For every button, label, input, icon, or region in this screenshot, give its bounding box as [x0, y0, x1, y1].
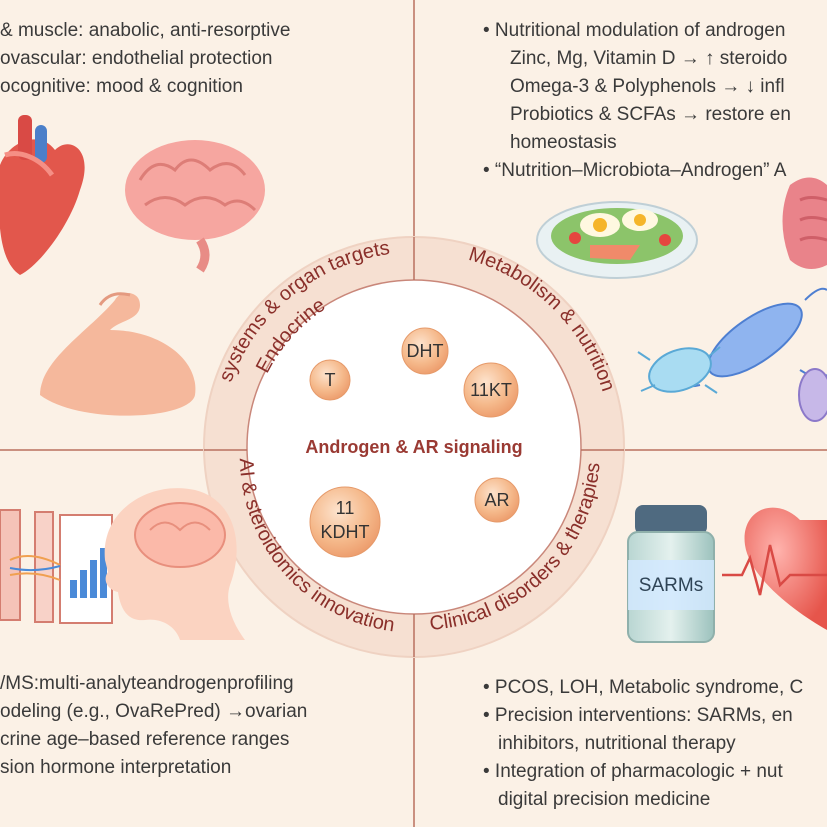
- text-line: • Precision interventions: SARMs, en: [483, 705, 793, 726]
- text-line: digital precision medicine: [498, 789, 711, 810]
- text-line: • PCOS, LOH, Metabolic syndrome, C: [483, 677, 804, 698]
- text-line: crine age–based reference ranges: [0, 729, 290, 750]
- text-line: homeostasis: [510, 132, 617, 153]
- bubble-t: T: [309, 359, 351, 401]
- text-line: /MS:multi-analyteandrogenprofiling: [0, 673, 294, 694]
- text-line: Probiotics & SCFAs → restore en: [510, 104, 791, 125]
- bubble-11kdht: 11 KDHT: [309, 486, 381, 558]
- text-line: ocognitive: mood & cognition: [0, 76, 243, 97]
- svg-text:AR: AR: [484, 490, 509, 510]
- text-block-nutrition: • Nutritional modulation of androgen Zin…: [483, 17, 791, 185]
- data-panels-icon: [0, 509, 113, 624]
- center-title: Androgen & AR signaling: [305, 437, 522, 457]
- text-block-clinical: • PCOS, LOH, Metabolic syndrome, C • Pre…: [483, 674, 803, 814]
- text-line: odeling (e.g., OvaRePred) →ovarian: [0, 701, 308, 722]
- bubble-dht: DHT: [401, 327, 449, 375]
- heart-organ-icon: [0, 115, 85, 275]
- text-line: Omega-3 & Polyphenols → ↓ infl: [510, 76, 785, 97]
- text-line: inhibitors, nutritional therapy: [498, 733, 736, 754]
- svg-text:KDHT: KDHT: [321, 522, 370, 542]
- intestine-icon: [782, 177, 827, 269]
- human-head-icon: [104, 488, 246, 640]
- svg-text:11KT: 11KT: [470, 380, 512, 400]
- salad-plate-icon: [536, 201, 698, 279]
- sarms-jar-icon: SARMs: [627, 505, 715, 643]
- sarms-jar-label: SARMs: [639, 575, 703, 596]
- bubble-11kt: 11KT: [463, 362, 519, 418]
- text-line: • “Nutrition–Microbiota–Androgen” A: [483, 160, 787, 181]
- text-line: • Nutritional modulation of androgen: [483, 20, 786, 41]
- brain-icon: [125, 140, 265, 273]
- bacteria-icon: [637, 287, 827, 422]
- text-line: • Integration of pharmacologic + nut: [483, 761, 783, 782]
- svg-text:T: T: [325, 370, 336, 390]
- bubble-ar: AR: [474, 477, 520, 523]
- text-line: Zinc, Mg, Vitamin D → ↑ steroido: [510, 48, 788, 69]
- text-block-endocrine-targets: & muscle: anabolic, anti-resorptive ovas…: [0, 17, 290, 101]
- text-line: & muscle: anabolic, anti-resorptive: [0, 20, 291, 41]
- text-block-ai-steroidomics: /MS:multi-analyteandrogenprofiling odeli…: [0, 670, 307, 782]
- text-line: sion hormone interpretation: [0, 757, 232, 778]
- text-line: ovascular: endothelial protection: [0, 48, 273, 69]
- svg-text:11: 11: [336, 498, 355, 518]
- svg-text:DHT: DHT: [407, 341, 444, 361]
- flexed-arm-icon: [40, 292, 196, 416]
- heart-ecg-icon: [722, 507, 827, 630]
